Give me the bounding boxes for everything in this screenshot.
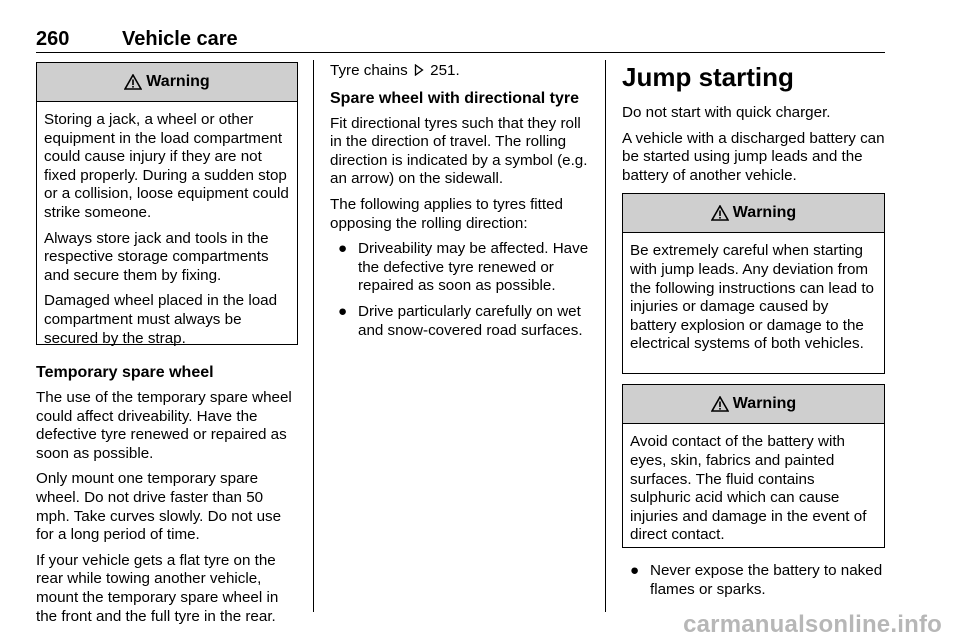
list-item-text: Drive particularly carefully on wet and … <box>358 302 583 339</box>
column-2: Tyre chains 251. Spare wheel with direct… <box>330 62 592 347</box>
paragraph: Fit directional tyres such that they rol… <box>330 114 588 188</box>
warning-body: Be extremely careful when starting with … <box>623 233 884 365</box>
page-number: 260 <box>36 28 70 50</box>
warning-label: Warning <box>732 395 797 413</box>
warning-paragraph: Storing a jack, a wheel or other equipme… <box>44 111 289 221</box>
reference-text: Tyre chains <box>330 62 408 79</box>
warning-paragraph: Be extremely careful when starting with … <box>630 242 874 353</box>
bullet-list: ● Never expose the battery to naked flame… <box>622 562 885 599</box>
warning-body: Avoid contact of the battery with eyes, … <box>623 424 884 556</box>
warning-label: Warning <box>732 204 797 222</box>
warning-paragraph: Avoid contact of the battery with eyes, … <box>630 433 867 544</box>
warning-box: Warning Storing a jack, a wheel or other… <box>36 62 298 347</box>
paragraph: The use of the temporary spare wheel cou… <box>36 389 292 462</box>
column-1: Warning Storing a jack, a wheel or other… <box>36 62 298 633</box>
warning-header: Warning <box>37 63 297 102</box>
warning-label: Warning <box>146 73 210 90</box>
watermark: carmanualsonline.info <box>683 611 942 638</box>
reference-page[interactable]: 251. <box>430 62 460 79</box>
warning-header: Warning <box>623 385 884 425</box>
warning-header: Warning <box>623 194 884 234</box>
warning-paragraph: Damaged wheel placed in the load compart… <box>44 292 278 347</box>
section-title: Vehicle care <box>122 28 238 50</box>
list-item-text: Never expose the battery to naked flames… <box>650 562 883 598</box>
page-header: 260 Vehicle care <box>36 22 885 53</box>
bullet-icon: ● <box>338 240 348 258</box>
paragraph: Do not start with quick charger. <box>622 104 831 121</box>
warning-body: Storing a jack, a wheel or other equipme… <box>37 102 297 359</box>
column-3: Jump starting Do not start with quick ch… <box>622 62 885 607</box>
warning-box: Warning Be extremely careful when starti… <box>622 193 885 375</box>
bullet-icon: ● <box>338 302 348 320</box>
paragraph: The following applies to tyres fitted op… <box>330 195 563 232</box>
warning-triangle-icon <box>710 396 729 413</box>
warning-paragraph: Always store jack and tools in the respe… <box>44 229 269 284</box>
heading-temporary-spare-wheel: Temporary spare wheel <box>36 364 214 381</box>
paragraph: A vehicle with a discharged battery can … <box>622 129 885 184</box>
list-item: ● Never expose the battery to naked flame… <box>622 562 885 599</box>
heading-spare-wheel-directional-tyre: Spare wheel with directional tyre <box>330 89 579 107</box>
list-item-text: Driveability may be affected. Have the d… <box>358 240 589 295</box>
bullet-list: ● Driveability may be affected. Have the … <box>330 240 592 340</box>
list-item: ● Driveability may be affected. Have the … <box>330 240 592 296</box>
column-divider <box>605 60 606 612</box>
heading-jump-starting: Jump starting <box>622 62 794 92</box>
warning-triangle-icon <box>710 205 729 222</box>
cross-reference: Tyre chains 251. <box>330 62 592 81</box>
bullet-icon: ● <box>630 562 640 580</box>
column-divider <box>313 60 314 612</box>
list-item: ● Drive particularly carefully on wet and… <box>330 303 592 340</box>
page-reference-icon <box>414 63 424 77</box>
paragraph: Only mount one temporary spare wheel. Do… <box>36 470 282 544</box>
warning-triangle-icon <box>124 74 143 90</box>
paragraph: If your vehicle gets a flat tyre on the … <box>36 551 279 625</box>
warning-box: Warning Avoid contact of the battery wit… <box>622 384 885 549</box>
